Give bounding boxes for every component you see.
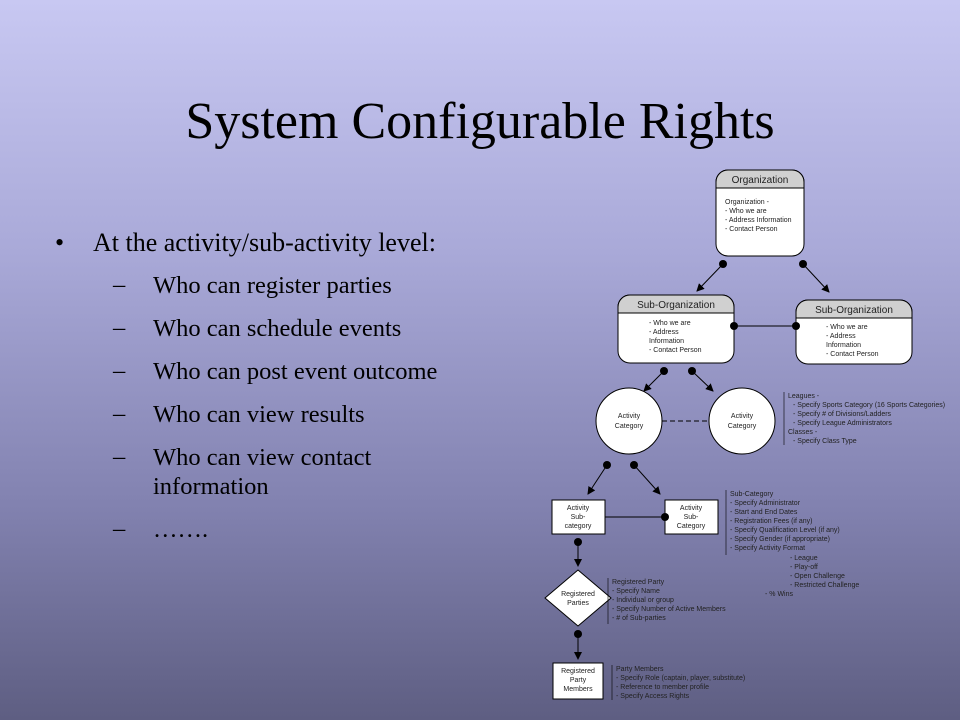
activity-subcategory-node: Activity Sub- category bbox=[551, 499, 606, 535]
bullet-list: • At the activity/sub-activity level: –W… bbox=[55, 228, 535, 545]
sub-bullet: –Who can register parties bbox=[113, 271, 392, 299]
registered-parties-node: Registered Parties bbox=[544, 569, 612, 627]
svg-text:Party Members: Party Members bbox=[616, 666, 664, 673]
sub-organization-left-node: Sub-Organization - Who we are - Address … bbox=[617, 294, 735, 364]
svg-text:- % Wins: - % Wins bbox=[765, 591, 794, 598]
activity-category-node: Activity Category bbox=[595, 387, 663, 455]
organization-line: Organization - bbox=[725, 199, 770, 206]
sub-organization-line: - Who we are bbox=[826, 324, 868, 331]
svg-text:Party: Party bbox=[570, 677, 587, 684]
sub-organization-line: - Contact Person bbox=[649, 347, 702, 354]
bullet-dot: • bbox=[55, 228, 65, 257]
svg-text:- Play-off: - Play-off bbox=[790, 564, 818, 571]
sub-bullet-text: Who can post event outcome bbox=[153, 357, 438, 385]
svg-text:Category: Category bbox=[677, 523, 706, 530]
svg-text:- # of Sub-parties: - # of Sub-parties bbox=[612, 615, 666, 622]
svg-text:Activity: Activity bbox=[680, 505, 703, 512]
svg-text:- Restricted Challenge: - Restricted Challenge bbox=[790, 582, 859, 589]
party-member-notes: Party Members - Specify Role (captain, p… bbox=[611, 665, 745, 700]
sub-bullet-text: Who can register parties bbox=[153, 272, 392, 299]
svg-text:- Specify League Administrator: - Specify League Administrators bbox=[793, 420, 892, 427]
connector bbox=[574, 538, 582, 567]
connector bbox=[730, 322, 800, 330]
organization-line: - Contact Person bbox=[725, 226, 778, 233]
svg-text:Activity: Activity bbox=[731, 413, 754, 420]
sub-organization-line: - Who we are bbox=[649, 320, 691, 327]
sub-bullet: –Who can post event outcome bbox=[113, 356, 438, 385]
organization-line: - Who we are bbox=[725, 208, 767, 215]
sub-bullet-text: ……. bbox=[153, 516, 209, 544]
sub-organization-line: - Contact Person bbox=[826, 351, 879, 358]
svg-text:- League: - League bbox=[790, 555, 818, 562]
sub-bullet: –Who can view results bbox=[113, 399, 365, 428]
svg-text:- Specify Name: - Specify Name bbox=[612, 588, 660, 595]
sub-bullet: –Who can schedule events bbox=[113, 313, 402, 342]
svg-text:- Registration Fees (if any): - Registration Fees (if any) bbox=[730, 518, 812, 525]
leagues-notes: Leagues - - Specify Sports Category (16 … bbox=[783, 392, 945, 445]
sub-organization-right-node: Sub-Organization - Who we are - Address … bbox=[795, 299, 913, 365]
svg-text:Activity: Activity bbox=[567, 505, 590, 512]
sub-bullet: –……. bbox=[113, 515, 209, 544]
connector bbox=[605, 513, 669, 521]
svg-text:- Reference to member profile: - Reference to member profile bbox=[616, 684, 709, 691]
svg-text:- Specify Access Rights: - Specify Access Rights bbox=[616, 693, 690, 700]
svg-text:category: category bbox=[565, 523, 592, 530]
svg-text:Registered: Registered bbox=[561, 668, 595, 675]
svg-text:Activity: Activity bbox=[618, 413, 641, 420]
organization-line: - Address Information bbox=[725, 217, 792, 224]
svg-text:Classes -: Classes - bbox=[788, 429, 818, 436]
svg-text:- Specify Administrator: - Specify Administrator bbox=[730, 500, 801, 507]
main-bullet-text: At the activity/sub-activity level: bbox=[93, 228, 436, 257]
svg-text:Sub-: Sub- bbox=[684, 514, 699, 521]
svg-text:- Open Challenge: - Open Challenge bbox=[790, 573, 845, 580]
connector bbox=[574, 630, 582, 660]
subcategory-notes: Sub-Category - Specify Administrator - S… bbox=[725, 490, 859, 598]
svg-text:- Individual or group: - Individual or group bbox=[612, 597, 674, 604]
registered-party-members-node: Registered Party Members bbox=[552, 662, 604, 700]
sub-bullet-text: Who can view contact information bbox=[153, 443, 372, 501]
sub-bullet-text: Who can schedule events bbox=[153, 314, 402, 342]
svg-text:Sub-Category: Sub-Category bbox=[730, 491, 774, 498]
svg-text:- Specify Activity Format: - Specify Activity Format bbox=[730, 545, 805, 552]
svg-text:- Specify Number of Active Mem: - Specify Number of Active Members bbox=[612, 606, 726, 613]
sub-bullet: –Who can view contact information bbox=[113, 443, 535, 503]
svg-text:Category: Category bbox=[728, 423, 757, 430]
svg-text:Leagues -: Leagues - bbox=[788, 393, 820, 400]
sub-organization-header: Sub-Organization bbox=[815, 305, 893, 316]
registered-party-notes: Registered Party - Specify Name - Indivi… bbox=[607, 578, 726, 624]
sub-organization-line: Information bbox=[649, 338, 684, 345]
svg-text:Members: Members bbox=[563, 686, 593, 693]
sub-organization-line: - Address bbox=[826, 333, 856, 340]
organization-node: Organization Organization - - Who we are… bbox=[715, 169, 805, 257]
sub-organization-line: - Address bbox=[649, 329, 679, 336]
svg-text:- Start and End Dates: - Start and End Dates bbox=[730, 509, 798, 516]
svg-text:- Specify # of Divisions/Ladde: - Specify # of Divisions/Ladders bbox=[793, 411, 892, 418]
svg-text:Registered: Registered bbox=[561, 591, 595, 598]
activity-category-node: Activity Category bbox=[708, 387, 776, 455]
connector bbox=[630, 461, 661, 495]
connector bbox=[688, 367, 714, 392]
activity-subcategory-node: Activity Sub- Category bbox=[664, 499, 719, 535]
svg-text:Category: Category bbox=[615, 423, 644, 430]
sub-organization-header: Sub-Organization bbox=[637, 300, 715, 311]
svg-text:- Specify Role (captain, playe: - Specify Role (captain, player, substit… bbox=[616, 675, 745, 682]
connector bbox=[587, 461, 611, 495]
sub-bullet-text: Who can view results bbox=[153, 400, 365, 428]
svg-text:- Specify Gender (if appropria: - Specify Gender (if appropriate) bbox=[730, 536, 830, 543]
connector bbox=[696, 260, 727, 292]
slide-title: System Configurable Rights bbox=[185, 93, 775, 150]
main-bullet: • At the activity/sub-activity level: bbox=[55, 228, 535, 258]
svg-text:Parties: Parties bbox=[567, 600, 589, 607]
connector bbox=[643, 367, 668, 392]
svg-text:Registered Party: Registered Party bbox=[612, 579, 665, 586]
svg-text:- Specify Sports Category (16: - Specify Sports Category (16 Sports Cat… bbox=[793, 402, 945, 409]
sub-organization-line: Information bbox=[826, 342, 861, 349]
svg-text:- Specify Qualification Level: - Specify Qualification Level (if any) bbox=[730, 527, 840, 534]
svg-text:- Specify Class Type: - Specify Class Type bbox=[793, 438, 857, 445]
connector bbox=[799, 260, 830, 293]
svg-text:Sub-: Sub- bbox=[571, 514, 586, 521]
organization-header: Organization bbox=[732, 175, 789, 186]
